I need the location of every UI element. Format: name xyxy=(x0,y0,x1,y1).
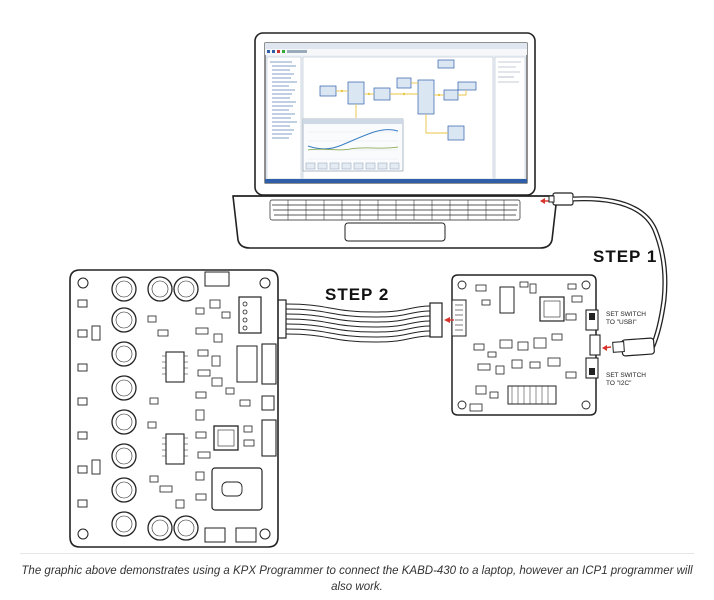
switch-i2c-label-2: TO "I2C" xyxy=(606,380,632,387)
laptop-keyboard xyxy=(269,199,521,221)
mode-switch-i2c[interactable] xyxy=(585,357,599,379)
connection-diagram: STEP 1 xyxy=(69,32,668,548)
laptop-trackpad xyxy=(344,222,446,242)
caption-divider xyxy=(20,553,694,554)
mode-switch-usbi[interactable] xyxy=(585,309,599,331)
step2-label: STEP 2 xyxy=(325,285,389,304)
programmer-board xyxy=(451,274,601,416)
switch-usbi-label-2: TO "USBI" xyxy=(606,319,637,326)
step1-label: STEP 1 xyxy=(593,247,657,266)
figure-caption: The graphic above demonstrates using a K… xyxy=(21,565,693,593)
ribbon-cable xyxy=(256,299,454,343)
usb-cable xyxy=(548,192,668,357)
laptop xyxy=(232,32,558,249)
laptop-screen xyxy=(264,42,528,184)
kabd-430-board xyxy=(69,269,279,548)
switch-usbi-label-1: SET SWITCH xyxy=(606,311,646,318)
switch-i2c-label-1: SET SWITCH xyxy=(606,372,646,379)
